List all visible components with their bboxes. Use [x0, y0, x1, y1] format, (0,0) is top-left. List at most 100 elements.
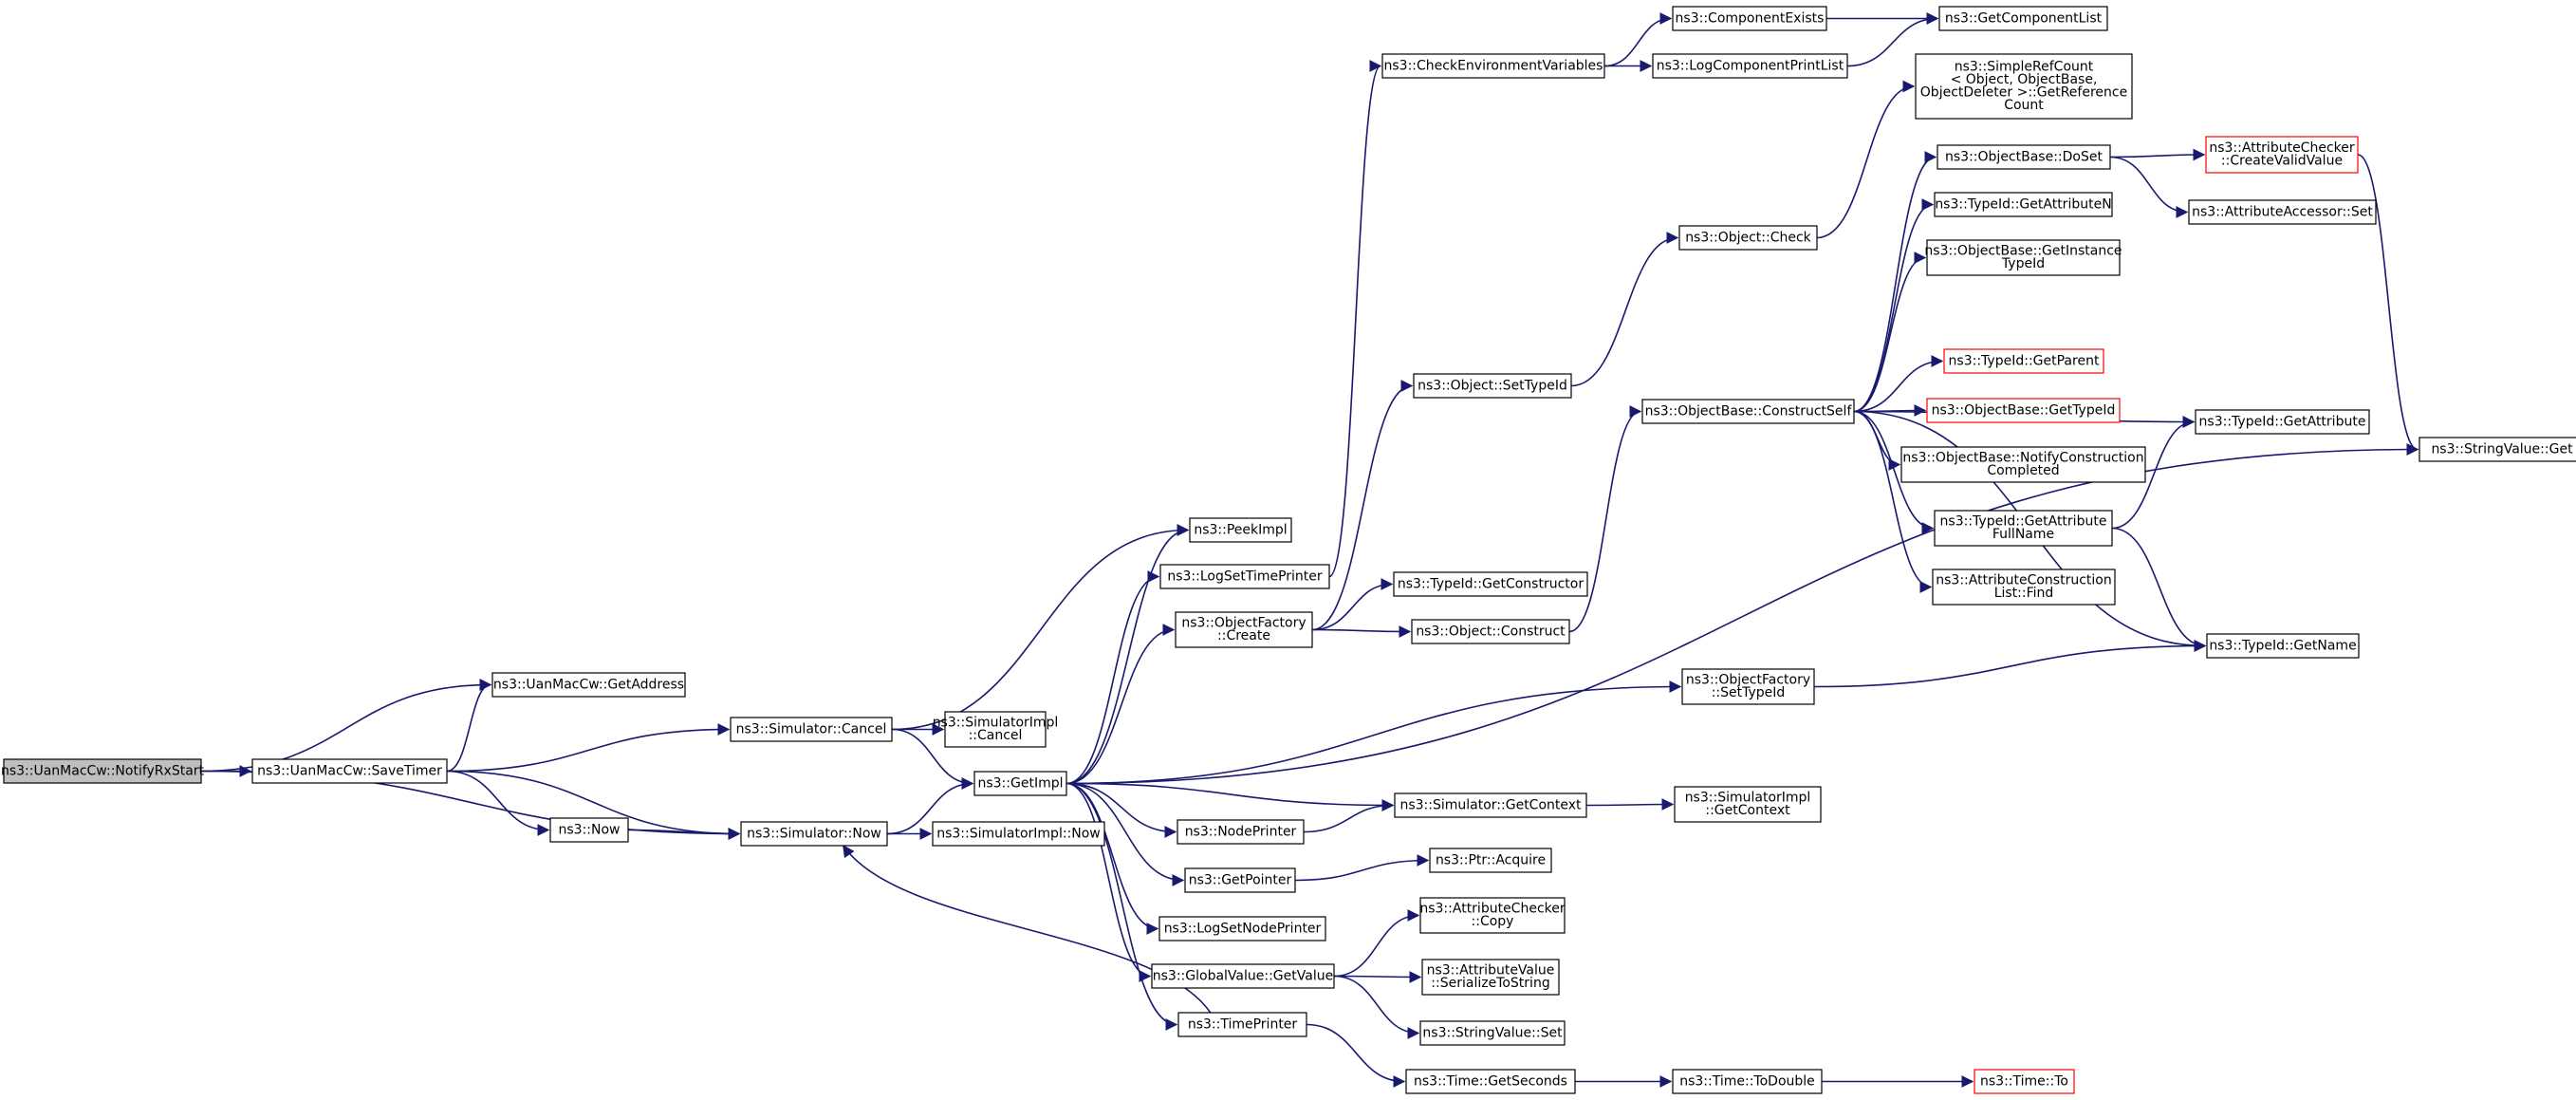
node-tidgetname[interactable]: ns3::TypeId::GetName — [2206, 633, 2360, 659]
node-getimpl[interactable]: ns3::GetImpl — [973, 771, 1067, 796]
node-avserialize[interactable]: ns3::AttributeValue::SerializeToString — [1421, 959, 1560, 996]
node-box[interactable] — [730, 717, 893, 742]
node-box[interactable] — [1900, 446, 2146, 483]
node-box[interactable] — [1674, 786, 1822, 823]
node-box[interactable] — [1419, 1020, 1566, 1046]
node-getaddress[interactable]: ns3::UanMacCw::GetAddress — [491, 672, 686, 698]
node-box[interactable] — [1937, 144, 2111, 170]
node-box[interactable] — [2188, 199, 2377, 225]
node-getcomplist[interactable]: ns3::GetComponentList — [1938, 6, 2108, 31]
node-obdoset[interactable]: ns3::ObjectBase::DoSet — [1937, 144, 2111, 170]
node-getpointer[interactable]: ns3::GetPointer — [1184, 867, 1296, 893]
node-logsetnodeprinter[interactable]: ns3::LogSetNodePrinter — [1158, 916, 1326, 942]
node-box[interactable] — [1177, 819, 1305, 845]
node-now[interactable]: ns3::Now — [549, 817, 629, 843]
node-obgettypeid[interactable]: ns3::ObjectBase::GetTypeId — [1926, 398, 2121, 423]
node-box[interactable] — [1159, 564, 1330, 589]
node-box[interactable] — [1411, 619, 1570, 644]
node-timegetseconds[interactable]: ns3::Time::GetSeconds — [1405, 1069, 1576, 1094]
node-box[interactable] — [1394, 792, 1587, 818]
node-box[interactable] — [932, 821, 1105, 847]
node-box[interactable] — [2205, 136, 2359, 174]
node-box[interactable] — [1926, 239, 2121, 276]
node-box[interactable] — [1934, 510, 2113, 547]
node-box[interactable] — [1177, 1012, 1307, 1037]
node-simimplcancel[interactable]: ns3::SimulatorImpl::Cancel — [933, 711, 1059, 748]
node-box[interactable] — [944, 711, 1047, 748]
node-svget[interactable]: ns3::StringValue::Get — [2418, 437, 2576, 462]
node-box[interactable] — [973, 771, 1067, 796]
node-aaccessorset[interactable]: ns3::AttributeAccessor::Set — [2188, 199, 2377, 225]
node-compexists[interactable]: ns3::ComponentExists — [1672, 6, 1827, 31]
node-box[interactable] — [2418, 437, 2576, 462]
node-simgetcontext[interactable]: ns3::Simulator::GetContext — [1394, 792, 1587, 818]
node-tidgetattributen[interactable]: ns3::TypeId::GetAttributeN — [1934, 192, 2113, 217]
node-box[interactable] — [1175, 611, 1313, 648]
node-box[interactable] — [1974, 1069, 2075, 1094]
node-box[interactable] — [1405, 1069, 1576, 1094]
node-box[interactable] — [2195, 409, 2370, 435]
node-root[interactable]: ns3::UanMacCw::NotifyRxStart — [1, 758, 205, 784]
node-box[interactable] — [1421, 959, 1560, 996]
node-box[interactable] — [251, 758, 448, 784]
node-ofsettypeid[interactable]: ns3::ObjectFactory::SetTypeId — [1681, 668, 1815, 705]
node-box[interactable] — [1932, 569, 2116, 606]
node-simplerefcount[interactable]: ns3::SimpleRefCount< Object, ObjectBase,… — [1915, 53, 2133, 120]
node-tidgetparent[interactable]: ns3::TypeId::GetParent — [1943, 348, 2104, 374]
node-box[interactable] — [740, 821, 888, 847]
node-box[interactable] — [1672, 1069, 1823, 1094]
node-tidgetattribute[interactable]: ns3::TypeId::GetAttribute — [2195, 409, 2370, 435]
node-box[interactable] — [1672, 6, 1827, 31]
node-objfactcreate[interactable]: ns3::ObjectFactory::Create — [1175, 611, 1313, 648]
node-accreatevalid[interactable]: ns3::AttributeChecker::CreateValidValue — [2205, 136, 2359, 174]
node-box[interactable] — [1419, 897, 1566, 934]
node-ptracquire[interactable]: ns3::Ptr::Acquire — [1429, 848, 1552, 873]
node-box[interactable] — [1158, 916, 1326, 942]
node-savetimer[interactable]: ns3::UanMacCw::SaveTimer — [251, 758, 448, 784]
node-box[interactable] — [1151, 963, 1335, 989]
node-box[interactable] — [1915, 53, 2133, 120]
node-box[interactable] — [1926, 398, 2121, 423]
node-box[interactable] — [1393, 571, 1588, 597]
node-gvgetvalue[interactable]: ns3::GlobalValue::GetValue — [1151, 963, 1335, 989]
node-box[interactable] — [1678, 225, 1818, 251]
node-checkenv[interactable]: ns3::CheckEnvironmentVariables — [1381, 53, 1605, 79]
node-timeprinter[interactable]: ns3::TimePrinter — [1177, 1012, 1307, 1037]
node-box[interactable] — [1184, 867, 1296, 893]
node-box[interactable] — [1429, 848, 1552, 873]
node-obnotifyconstr[interactable]: ns3::ObjectBase::NotifyConstructionCompl… — [1900, 446, 2146, 483]
node-box[interactable] — [1381, 53, 1605, 79]
node-timeto[interactable]: ns3::Time::To — [1974, 1069, 2075, 1094]
node-objcheck[interactable]: ns3::Object::Check — [1678, 225, 1818, 251]
node-box[interactable] — [1189, 517, 1292, 543]
node-box[interactable] — [2206, 633, 2360, 659]
node-simnow[interactable]: ns3::Simulator::Now — [740, 821, 888, 847]
node-logcompprintlist[interactable]: ns3::LogComponentPrintList — [1652, 53, 1848, 79]
node-box[interactable] — [1641, 399, 1855, 424]
node-nodeprinter[interactable]: ns3::NodePrinter — [1177, 819, 1305, 845]
node-timetodouble[interactable]: ns3::Time::ToDouble — [1672, 1069, 1823, 1094]
node-obconstructself[interactable]: ns3::ObjectBase::ConstructSelf — [1641, 399, 1855, 424]
node-box[interactable] — [549, 817, 629, 843]
node-box[interactable] — [1943, 348, 2104, 374]
node-box[interactable] — [1652, 53, 1848, 79]
node-peekimpl[interactable]: ns3::PeekImpl — [1189, 517, 1292, 543]
node-box[interactable] — [491, 672, 686, 698]
node-box[interactable] — [1938, 6, 2108, 31]
node-box[interactable] — [3, 758, 202, 784]
node-box[interactable] — [1681, 668, 1815, 705]
node-objconstruct[interactable]: ns3::Object::Construct — [1411, 619, 1570, 644]
node-simimplnow[interactable]: ns3::SimulatorImpl::Now — [932, 821, 1105, 847]
node-box[interactable] — [1934, 192, 2113, 217]
node-simimplgetcontext[interactable]: ns3::SimulatorImpl::GetContext — [1674, 786, 1822, 823]
node-logsettimeprinter[interactable]: ns3::LogSetTimePrinter — [1159, 564, 1330, 589]
node-tidgetconstructor[interactable]: ns3::TypeId::GetConstructor — [1393, 571, 1588, 597]
node-objsettypeid[interactable]: ns3::Object::SetTypeId — [1413, 373, 1572, 399]
node-simcancel[interactable]: ns3::Simulator::Cancel — [730, 717, 893, 742]
node-svset[interactable]: ns3::StringValue::Set — [1419, 1020, 1566, 1046]
node-accheckcopy[interactable]: ns3::AttributeChecker::Copy — [1419, 897, 1566, 934]
node-box[interactable] — [1413, 373, 1572, 399]
